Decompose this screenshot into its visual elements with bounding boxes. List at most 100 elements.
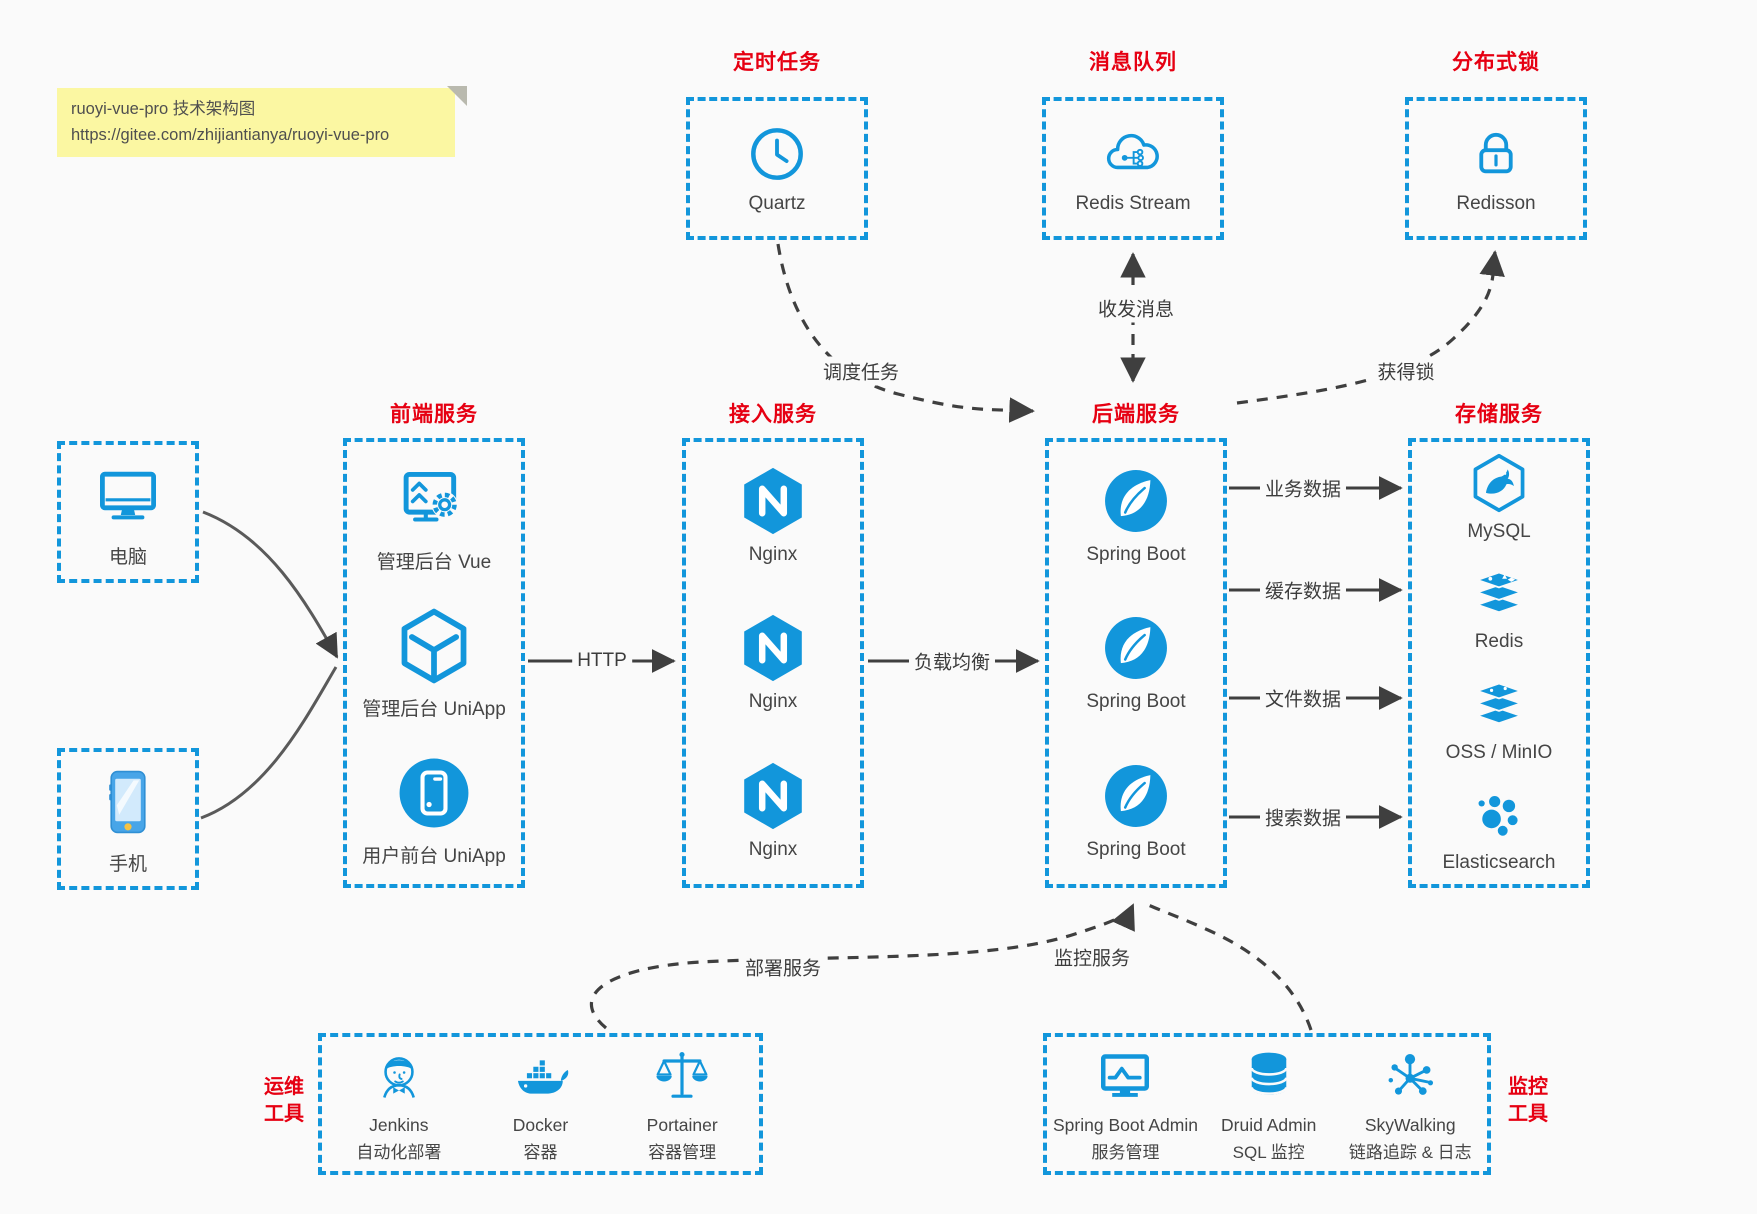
item-label: Druid Admin — [1221, 1115, 1317, 1135]
mysql-item: MySQL — [1467, 452, 1531, 543]
ops-tools-box: Jenkins 自动化部署 Docker 容器 Portainer 容器管理 — [318, 1033, 763, 1175]
item-label: Quartz — [748, 193, 806, 214]
nginx-item: Nginx — [737, 465, 809, 566]
edge-label-deploy-service: 部署服务 — [739, 952, 827, 982]
item-label: OSS / MinIO — [1445, 741, 1553, 763]
group-title-access-services: 接入服务 — [729, 403, 817, 426]
spring-icon — [1100, 760, 1172, 832]
item-label: Nginx — [748, 838, 798, 860]
ops-tools-title-line: 工具 — [264, 1103, 304, 1125]
edge-label-acquire-lock: 获得锁 — [1372, 356, 1440, 386]
redisson-box: Redisson — [1405, 97, 1587, 240]
group-title-backend-services: 后端服务 — [1092, 403, 1180, 426]
nginx-icon — [737, 465, 809, 537]
item-label: Nginx — [748, 544, 798, 566]
elastic-icon — [1468, 783, 1530, 845]
spring-icon — [1100, 612, 1172, 684]
item-label: Spring Boot — [1086, 691, 1186, 713]
edge-label-load-balance: 负载均衡 — [908, 646, 996, 676]
item-label: Redisson — [1456, 193, 1536, 214]
item-sublabel: 链路追踪 & 日志 — [1348, 1143, 1472, 1162]
redis-stream-item: Redis Stream — [1075, 122, 1191, 215]
edge-label-file-data: 文件数据 — [1259, 683, 1347, 713]
cloud-stream-icon — [1101, 122, 1165, 186]
monitor-tools-box: Spring Boot Admin 服务管理 Druid Admin SQL 监… — [1043, 1033, 1491, 1175]
frontend-item-user-uniapp: 用户前台 UniApp — [362, 752, 506, 868]
elasticsearch-item: Elasticsearch — [1443, 783, 1556, 874]
spring-boot-item: Spring Boot — [1086, 760, 1186, 861]
item-label: Spring Boot — [1086, 838, 1186, 860]
druid-admin-item: Druid Admin SQL 监控 — [1198, 1045, 1340, 1163]
item-label: MySQL — [1467, 520, 1531, 542]
redisson-item: Redisson — [1456, 122, 1536, 215]
access-services-box: Nginx Nginx Nginx — [682, 438, 864, 888]
pc-client-item: 电脑 — [88, 455, 168, 569]
storage-services-box: MySQL Redis OSS / MinIO Elasticsearch — [1408, 438, 1590, 888]
item-label: Redis — [1474, 631, 1524, 653]
nginx-icon — [737, 612, 809, 684]
ops-tools-title-line: 运维 — [264, 1076, 304, 1098]
item-label: 管理后台 Vue — [376, 551, 492, 573]
jenkins-item: Jenkins 自动化部署 — [328, 1045, 470, 1163]
uniapp-cube-icon — [393, 605, 475, 687]
edge-label-monitor-service: 监控服务 — [1048, 942, 1136, 972]
edge-label-business-data: 业务数据 — [1259, 473, 1347, 503]
ops-tools-title: 运维 工具 — [256, 1074, 312, 1128]
monitor-tools-title-line: 监控 — [1508, 1076, 1548, 1098]
docker-icon — [509, 1045, 573, 1109]
uniapp-circle-icon — [393, 752, 475, 834]
quartz-item: Quartz — [745, 122, 809, 215]
frontend-item-admin-uniapp: 管理后台 UniApp — [362, 605, 506, 721]
spring-boot-item: Spring Boot — [1086, 465, 1186, 566]
item-sublabel: SQL 监控 — [1232, 1143, 1305, 1162]
oss-minio-item: OSS / MinIO — [1445, 673, 1553, 764]
item-label: Spring Boot Admin — [1053, 1115, 1198, 1135]
frontend-services-box: 管理后台 Vue 管理后台 UniApp 用户前台 UniApp — [343, 438, 525, 888]
edge-label-http: HTTP — [572, 649, 632, 673]
edge-desktop-to-frontend — [202, 510, 339, 659]
item-label: Redis Stream — [1075, 193, 1191, 214]
note-title: ruoyi-vue-pro 技术架构图 — [71, 100, 256, 118]
spring-icon — [1100, 465, 1172, 537]
note-url: https://gitee.com/zhijiantianya/ruoyi-vu… — [71, 125, 390, 144]
phone-client-item: 手机 — [88, 762, 168, 876]
item-sublabel: 自动化部署 — [356, 1143, 442, 1162]
edge-label-schedule-task: 调度任务 — [817, 356, 905, 386]
item-sublabel: 服务管理 — [1091, 1143, 1160, 1162]
item-label: Portainer — [646, 1115, 718, 1135]
backend-services-box: Spring Boot Spring Boot Spring Boot — [1045, 438, 1227, 888]
edge-label-send-receive: 收发消息 — [1092, 293, 1180, 323]
edge-acquire-lock — [1236, 250, 1505, 405]
clock-icon — [745, 122, 809, 186]
phone-icon — [88, 762, 168, 842]
admin-vue-icon — [393, 458, 475, 540]
nginx-icon — [737, 760, 809, 832]
jenkins-icon — [367, 1045, 431, 1109]
docker-item: Docker 容器 — [470, 1045, 612, 1163]
item-label: Spring Boot — [1086, 544, 1186, 566]
edge-monitor-service — [1145, 902, 1313, 1031]
springboot-admin-icon — [1093, 1045, 1157, 1109]
group-title-storage-services: 存储服务 — [1455, 403, 1543, 426]
item-label: 管理后台 UniApp — [362, 698, 506, 720]
frontend-item-vue: 管理后台 Vue — [377, 458, 491, 574]
item-sublabel: 容器 — [523, 1143, 558, 1162]
edge-phone-to-frontend — [200, 666, 338, 820]
pc-client-box: 电脑 — [57, 441, 199, 583]
group-title-message-queue: 消息队列 — [1089, 51, 1177, 74]
phone-client-box: 手机 — [57, 748, 199, 890]
item-label: Nginx — [748, 691, 798, 713]
item-label: 用户前台 UniApp — [362, 846, 506, 868]
item-sublabel: 容器管理 — [648, 1143, 717, 1162]
item-label: 手机 — [108, 854, 147, 875]
nginx-item: Nginx — [737, 612, 809, 713]
redis-item: Redis — [1468, 562, 1530, 653]
mysql-icon — [1468, 452, 1530, 514]
edge-label-cache-data: 缓存数据 — [1259, 575, 1347, 605]
druid-icon — [1237, 1045, 1301, 1109]
quartz-box: Quartz — [686, 97, 868, 240]
group-title-scheduled-tasks: 定时任务 — [733, 51, 821, 74]
skywalking-icon — [1378, 1045, 1442, 1109]
group-title-distributed-lock: 分布式锁 — [1452, 51, 1540, 74]
